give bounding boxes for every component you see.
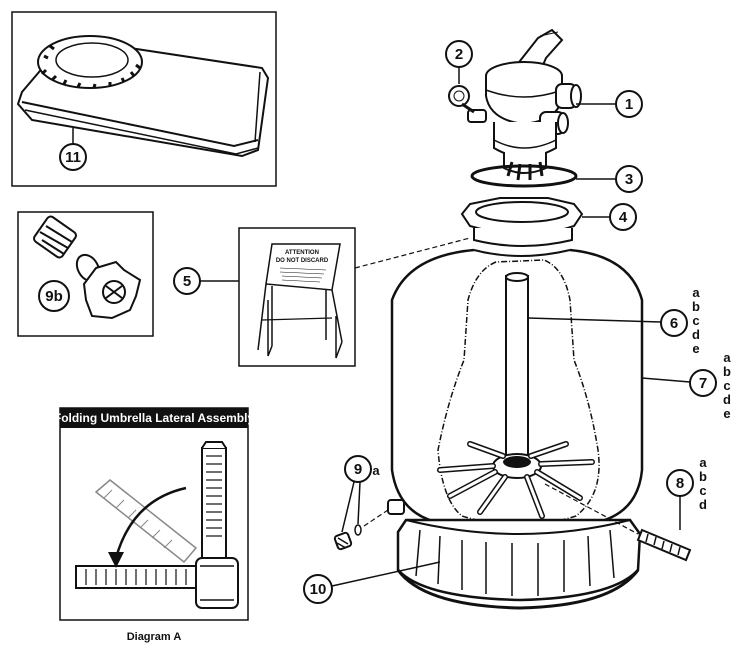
callout-2: 2 [445, 40, 473, 84]
letter-6-4: e [692, 341, 699, 356]
callout-8: 8 [666, 469, 694, 530]
callout-9: 9 a [341, 455, 380, 533]
callout-4: 4 [582, 203, 637, 231]
sign-line-1: ATTENTION [285, 250, 319, 256]
letter-6-2: c [692, 313, 699, 328]
clamp-ring-drawing [460, 197, 584, 247]
callout-1: 1 [576, 90, 643, 118]
callout-10: 10 [303, 561, 441, 604]
letter-6-1: b [692, 299, 700, 314]
callout-10-label: 10 [310, 581, 327, 598]
callout-2-label: 2 [455, 46, 463, 63]
letter-7-2: c [723, 378, 730, 393]
callout-6-label: 6 [670, 315, 678, 332]
callout-8-label: 8 [676, 475, 684, 492]
inset-box-part-11: 11 [11, 11, 277, 187]
drain-plug-small-drawing [333, 509, 389, 551]
diagram-a-inset: Folding Umbrella Lateral Assembly [54, 407, 255, 643]
variant-letters-7: a b c d e [723, 350, 731, 421]
pressure-gauge-drawing [448, 85, 475, 114]
letter-8-0: a [699, 455, 707, 470]
diagram-a-caption: Diagram A [127, 631, 182, 643]
o-ring-drawing [470, 164, 578, 188]
lateral-drawing [544, 483, 692, 562]
diagram-a-title: Folding Umbrella Lateral Assembly [54, 411, 255, 425]
variant-letters-6: a b c d e [692, 285, 700, 356]
filter-tank-drawing [387, 248, 644, 526]
letter-8-3: d [699, 497, 707, 512]
letter-9-a: a [372, 463, 380, 478]
callout-1-label: 1 [625, 96, 633, 113]
callout-9-label: 9 [354, 461, 362, 478]
inset-box-part-5: ATTENTION DO NOT DISCARD 5 [173, 227, 471, 367]
callout-6: 6 [527, 309, 688, 337]
tank-base-drawing [396, 518, 642, 610]
callout-7: 7 [641, 369, 717, 397]
drain-plug-drawing [33, 215, 101, 283]
multiport-valve-drawing [467, 28, 582, 181]
letter-7-0: a [723, 350, 731, 365]
callout-7-label: 7 [699, 375, 707, 392]
callout-11: 11 [59, 128, 87, 171]
callout-5-label: 5 [183, 273, 191, 290]
letter-8-1: b [699, 469, 707, 484]
letter-7-4: e [723, 406, 730, 421]
callout-4-label: 4 [619, 209, 628, 226]
letter-8-2: c [699, 483, 706, 498]
callout-11-label: 11 [65, 149, 81, 166]
inset-box-part-9b: 9b [17, 211, 154, 337]
callout-9b: 9b [38, 280, 70, 312]
cover-plate-drawing [16, 35, 270, 158]
letter-6-3: d [692, 327, 700, 342]
callout-3-label: 3 [625, 171, 633, 188]
callout-5: 5 [173, 237, 471, 295]
letter-6-0: a [692, 285, 700, 300]
variant-letters-8: a b c d [699, 455, 707, 512]
warning-sign-drawing: ATTENTION DO NOT DISCARD [257, 243, 343, 359]
letter-7-1: b [723, 364, 731, 379]
callout-3: 3 [576, 165, 643, 193]
callout-9b-label: 9b [45, 288, 63, 305]
sign-line-2: DO NOT DISCARD [276, 258, 329, 264]
folding-lateral-drawing [75, 441, 239, 609]
letter-7-3: d [723, 392, 731, 407]
drain-cap-drawing [82, 260, 142, 320]
